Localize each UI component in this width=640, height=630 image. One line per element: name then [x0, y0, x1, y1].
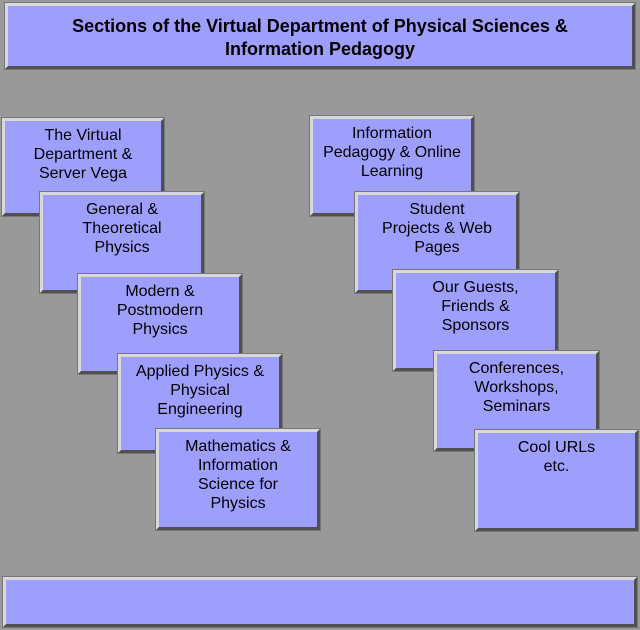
section-applied-physics[interactable]: Applied Physics & Physical Engineering — [117, 353, 283, 454]
section-label: Applied Physics & Physical Engineering — [135, 363, 265, 418]
section-label: The Virtual Department & Server Vega — [33, 127, 133, 182]
section-label: Mathematics & Information Science for Ph… — [185, 438, 291, 512]
page-title-banner: Sections of the Virtual Department of Ph… — [4, 2, 636, 70]
section-mathematics-information-science[interactable]: Mathematics & Information Science for Ph… — [155, 428, 321, 531]
section-label: General & Theoretical Physics — [82, 201, 162, 256]
section-label: Conferences, Workshops, Seminars — [468, 360, 565, 415]
page-title: Sections of the Virtual Department of Ph… — [72, 16, 568, 59]
footer-bar — [2, 576, 638, 628]
section-label: Modern & Postmodern Physics — [116, 283, 204, 338]
section-label: Information Pedagogy & Online Learning — [323, 125, 461, 180]
section-label: Student Projects & Web Pages — [382, 201, 492, 256]
section-cool-urls[interactable]: Cool URLs etc. — [474, 429, 639, 532]
section-label: Cool URLs etc. — [517, 439, 596, 475]
section-label: Our Guests, Friends & Sponsors — [432, 279, 519, 334]
footer-label — [6, 580, 634, 585]
